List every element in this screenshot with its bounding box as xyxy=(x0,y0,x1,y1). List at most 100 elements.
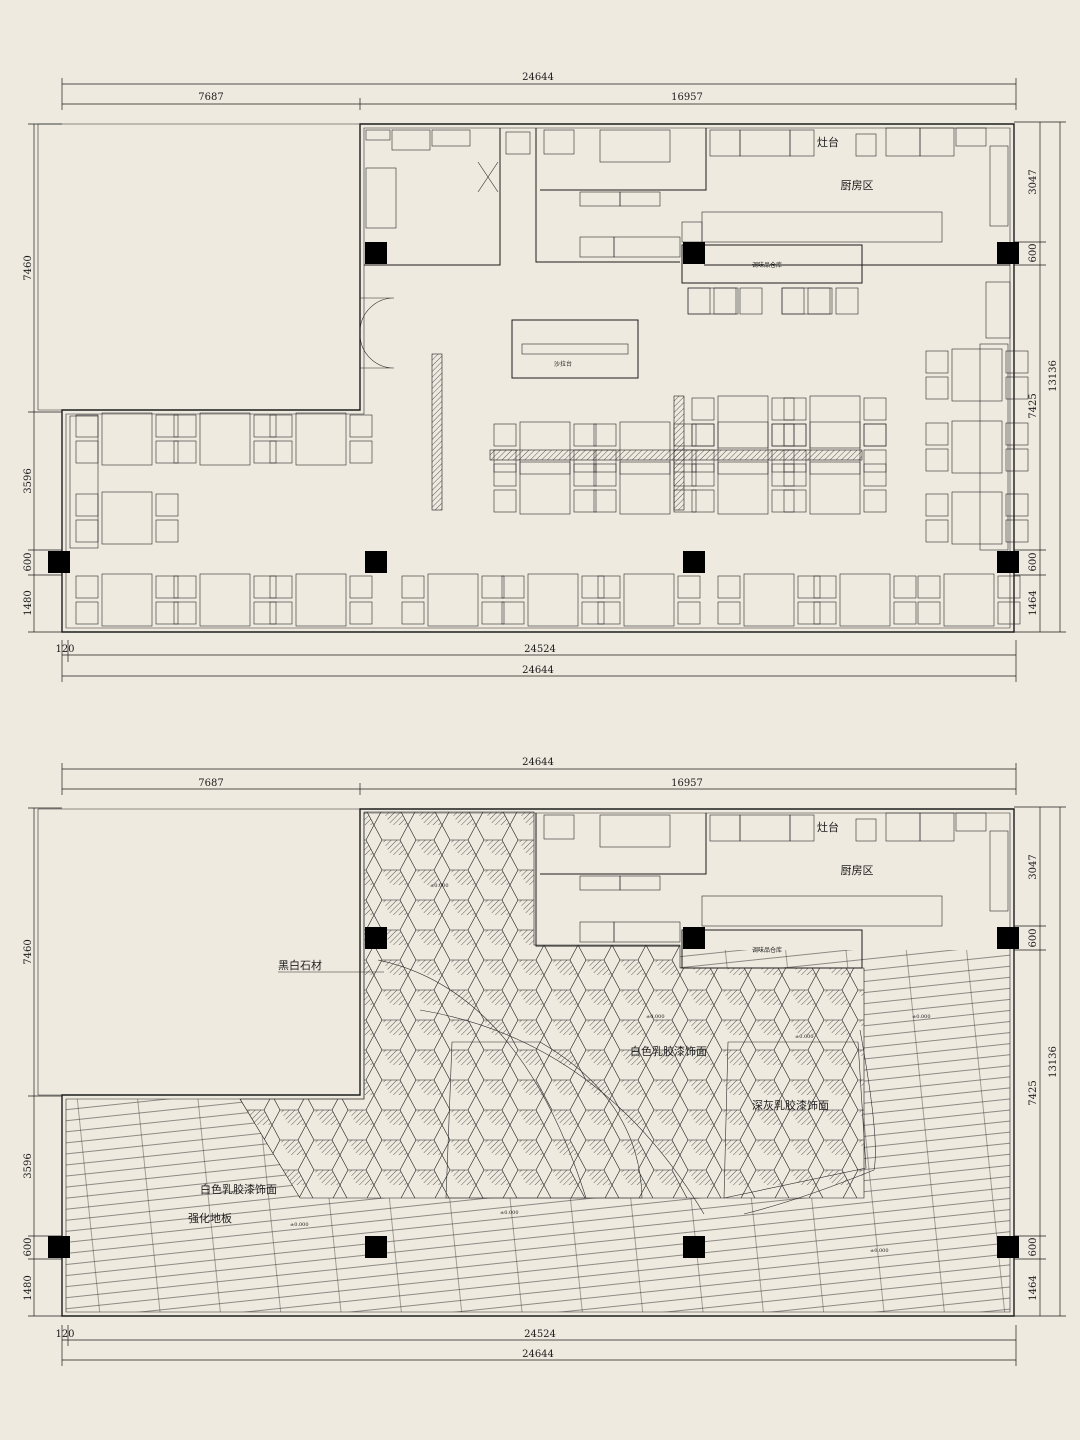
dining-table xyxy=(519,461,571,515)
chair xyxy=(925,448,949,472)
dining-table xyxy=(199,573,251,627)
elevation-mark: ±0.000 xyxy=(500,1210,519,1216)
dim-right-col-a: 600 xyxy=(1028,243,1039,262)
chair xyxy=(401,575,425,599)
chair xyxy=(783,489,807,513)
dim-bottom-wall: 120 xyxy=(55,1329,74,1340)
chair xyxy=(813,575,837,599)
dim-bottom-wall: 120 xyxy=(55,644,74,655)
column xyxy=(683,1236,705,1258)
room-storage: 调味品仓库 xyxy=(752,946,782,954)
dim-top-left: 7687 xyxy=(198,92,223,103)
chair xyxy=(269,414,293,438)
elevation-mark: ±0.000 xyxy=(430,883,449,889)
dining-table xyxy=(619,421,671,475)
chair xyxy=(155,440,179,464)
dim-left-col: 600 xyxy=(23,1237,34,1256)
chair xyxy=(593,463,617,487)
outer-wall xyxy=(61,123,1015,633)
chair xyxy=(593,489,617,513)
kitchen-equipment xyxy=(365,127,1011,339)
label-white-paint: 白色乳胶漆饰面 xyxy=(630,1044,707,1058)
chair xyxy=(771,489,795,513)
chair xyxy=(401,601,425,625)
dim-left-upper: 7460 xyxy=(23,939,34,964)
chair xyxy=(581,601,605,625)
elevation-mark: ±0.000 xyxy=(912,1014,931,1020)
chair xyxy=(253,414,277,438)
chair xyxy=(813,601,837,625)
dim-right-top: 3047 xyxy=(1028,169,1039,194)
dining-table xyxy=(743,573,795,627)
chair xyxy=(349,440,373,464)
chair xyxy=(673,423,697,447)
chair xyxy=(713,287,737,315)
column xyxy=(365,551,387,573)
chair xyxy=(783,449,807,473)
chair xyxy=(581,575,605,599)
label-white-paint-2: 白色乳胶漆饰面 xyxy=(200,1182,277,1196)
chair xyxy=(677,601,701,625)
chair xyxy=(925,376,949,400)
chair xyxy=(1005,350,1029,374)
dining-table xyxy=(781,287,833,315)
chair xyxy=(349,575,373,599)
dim-right-mid: 7425 xyxy=(1028,1080,1039,1105)
chair xyxy=(173,414,197,438)
chair xyxy=(501,575,525,599)
chair xyxy=(677,575,701,599)
column xyxy=(997,1236,1019,1258)
kitchen-equipment xyxy=(543,812,1009,943)
dim-right-col-a: 600 xyxy=(1028,928,1039,947)
chair xyxy=(253,601,277,625)
dim-right-top: 3047 xyxy=(1028,854,1039,879)
column xyxy=(997,242,1019,264)
dim-bottom-inner: 24524 xyxy=(524,1329,556,1340)
chair xyxy=(253,575,277,599)
dining-table xyxy=(199,412,251,466)
chair xyxy=(797,601,821,625)
chair xyxy=(501,601,525,625)
label-laminate: 强化地板 xyxy=(188,1211,232,1225)
room-stove: 灶台 xyxy=(817,135,839,149)
dim-left-bottom: 1480 xyxy=(23,590,34,615)
column xyxy=(997,551,1019,573)
dim-right-total: 13136 xyxy=(1048,360,1059,392)
chair xyxy=(573,463,597,487)
dim-right-total: 13136 xyxy=(1048,1046,1059,1078)
column xyxy=(683,927,705,949)
chair xyxy=(739,287,763,315)
chair xyxy=(481,601,505,625)
chair xyxy=(173,575,197,599)
chair xyxy=(493,463,517,487)
dining-table xyxy=(717,395,769,449)
dining-table xyxy=(717,461,769,515)
chair xyxy=(155,601,179,625)
elevation-mark: ±0.000 xyxy=(795,1034,814,1040)
chair xyxy=(673,463,697,487)
dining-table xyxy=(951,420,1003,474)
dimension-lines xyxy=(28,78,1066,682)
label-stone: 黑白石材 xyxy=(278,958,322,972)
chair xyxy=(155,519,179,543)
dim-right-col-b: 600 xyxy=(1028,1237,1039,1256)
chair xyxy=(493,423,517,447)
dim-right-bottom: 1464 xyxy=(1028,590,1039,615)
chair xyxy=(1005,493,1029,517)
dining-table xyxy=(295,412,347,466)
chair xyxy=(997,575,1021,599)
column xyxy=(365,1236,387,1258)
chair xyxy=(691,397,715,421)
elevation-mark: ±0.000 xyxy=(646,1014,665,1020)
column xyxy=(48,551,70,573)
column xyxy=(365,242,387,264)
furniture-plan: 24644 7687 16957 7460 3596 600 1480 3047… xyxy=(23,72,1066,682)
room-kitchen: 厨房区 xyxy=(841,179,874,192)
chair xyxy=(493,489,517,513)
elevation-mark: ±0.000 xyxy=(290,1222,309,1228)
column xyxy=(683,551,705,573)
dim-top-right: 16957 xyxy=(671,92,703,103)
chair xyxy=(75,440,99,464)
chair xyxy=(597,575,621,599)
